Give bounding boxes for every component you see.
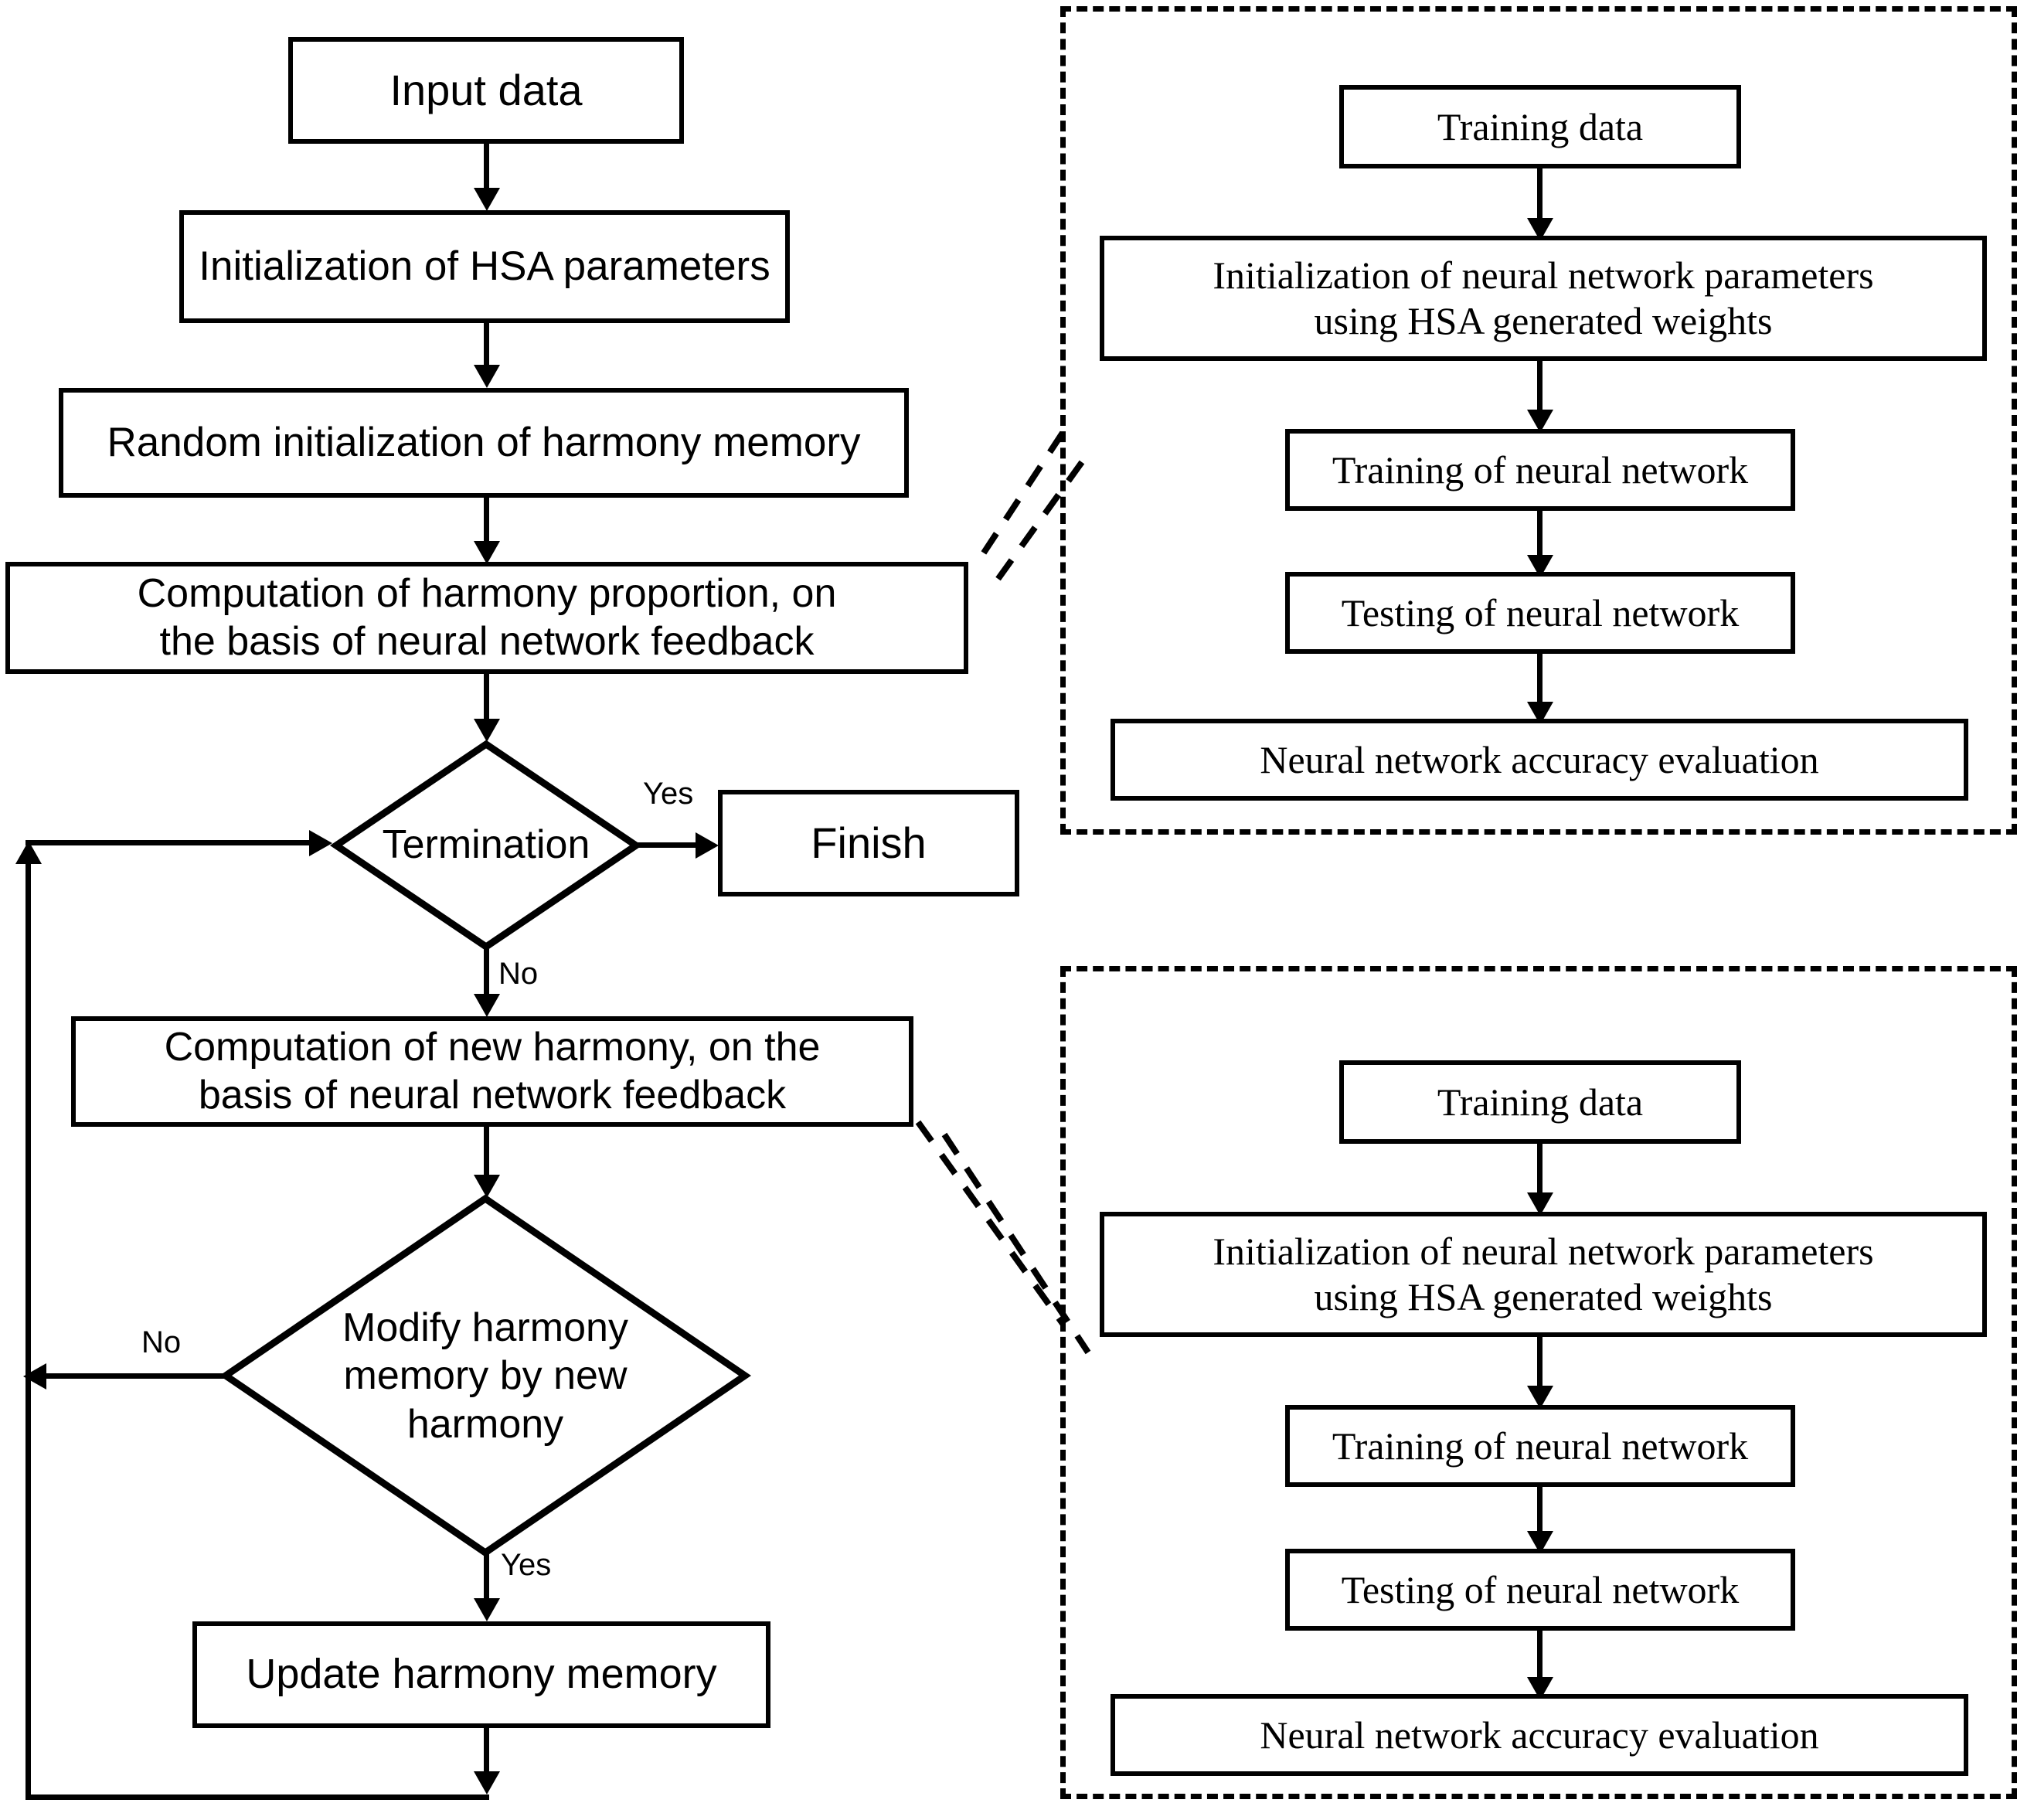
edge-newharmony-to-modify-arrowhead	[474, 1175, 500, 1198]
node-random-init-harmony-memory-label: Random initialization of harmony memory	[107, 419, 861, 465]
nn-panel-bottom	[1060, 966, 2017, 1799]
node-update-harmony-memory-label: Update harmony memory	[246, 1651, 717, 1698]
node-compute-new-harmony: Computation of new harmony, on the basis…	[71, 1016, 913, 1127]
edge-termination-to-newharmony	[484, 949, 489, 997]
node-random-init-harmony-memory: Random initialization of harmony memory	[59, 388, 909, 498]
edge-randominit-to-compute	[484, 498, 489, 544]
edge-compute-to-termination	[484, 674, 489, 724]
node-compute-harmony-proportion-line2: the basis of neural network feedback	[159, 618, 815, 664]
nn-panel-top	[1060, 6, 2017, 835]
edge-testnn-to-eval-bottom	[1537, 1631, 1543, 1682]
edge-modify-no-to-rail	[45, 1373, 227, 1379]
node-input-data: Input data	[288, 37, 684, 144]
node-accuracy-eval-top: Neural network accuracy evaluation	[1111, 719, 1968, 801]
edge-modify-yes-arrowhead	[474, 1598, 500, 1621]
node-training-data-bottom-label: Training data	[1437, 1080, 1644, 1124]
edge-update-to-bottom-rail	[484, 1728, 489, 1782]
feedback-rail-top	[26, 840, 313, 845]
edge-trainingdata-to-initnn-top	[1537, 168, 1543, 223]
node-init-nn-bottom: Initialization of neural network paramet…	[1100, 1212, 1987, 1337]
edge-compute-to-termination-arrowhead	[474, 719, 500, 742]
node-training-data-top-label: Training data	[1437, 104, 1644, 148]
node-finish: Finish	[718, 790, 1019, 896]
edge-trainnn-to-testnn-bottom	[1537, 1487, 1543, 1535]
callout-bottom-panel	[904, 1120, 1105, 1368]
node-compute-new-harmony-line2: basis of neural network feedback	[198, 1072, 787, 1118]
node-modify-harmony-line3: harmony	[406, 1401, 564, 1447]
edge-label-termination-yes: Yes	[643, 777, 694, 811]
node-compute-new-harmony-line1: Computation of new harmony, on the	[164, 1025, 821, 1070]
node-testing-nn-bottom: Testing of neural network	[1285, 1549, 1795, 1631]
edge-initnn-to-trainnn-bottom	[1537, 1337, 1543, 1391]
node-testing-nn-bottom-label: Testing of neural network	[1341, 1567, 1740, 1611]
node-training-nn-top: Training of neural network	[1285, 429, 1795, 511]
node-init-nn-bottom-line2: using HSA generated weights	[1314, 1275, 1773, 1318]
node-accuracy-eval-bottom-label: Neural network accuracy evaluation	[1260, 1713, 1819, 1757]
node-modify-harmony-line2: memory by new	[343, 1353, 628, 1399]
node-accuracy-eval-top-label: Neural network accuracy evaluation	[1260, 737, 1819, 781]
node-termination-diamond: Termination	[329, 740, 643, 951]
node-init-nn-top-line2: using HSA generated weights	[1314, 299, 1773, 342]
node-init-nn-bottom-line1: Initialization of neural network paramet…	[1213, 1230, 1874, 1273]
edge-termination-to-finish	[636, 842, 699, 848]
node-init-hsa: Initialization of HSA parameters	[179, 210, 790, 323]
node-input-data-label: Input data	[389, 65, 583, 114]
edge-input-to-inithsa	[484, 144, 489, 190]
node-training-nn-bottom: Training of neural network	[1285, 1405, 1795, 1487]
node-termination-label: Termination	[382, 822, 590, 867]
callout-top-panel	[958, 430, 1113, 587]
edge-label-termination-no: No	[498, 957, 539, 991]
node-finish-label: Finish	[811, 818, 927, 867]
node-testing-nn-top-label: Testing of neural network	[1341, 590, 1740, 634]
node-testing-nn-top: Testing of neural network	[1285, 572, 1795, 654]
node-training-data-top: Training data	[1339, 85, 1741, 168]
edge-label-modify-no: No	[141, 1325, 182, 1359]
node-modify-harmony-line1: Modify harmony	[342, 1305, 628, 1350]
node-modify-harmony-label: Modify harmony memory by new harmony	[221, 1304, 750, 1448]
node-compute-harmony-proportion-line1: Computation of harmony proportion, on	[137, 571, 837, 617]
edge-label-modify-yes: Yes	[501, 1548, 552, 1582]
edge-trainnn-to-testnn-top	[1537, 511, 1543, 559]
edge-initnn-to-trainnn-top	[1537, 361, 1543, 415]
node-init-hsa-label: Initialization of HSA parameters	[199, 243, 770, 289]
feedback-rail-bottom	[26, 1794, 489, 1800]
edge-termination-to-newharmony-arrowhead	[474, 994, 500, 1017]
edge-inithsa-to-randominit-arrowhead	[474, 365, 500, 388]
node-modify-harmony-diamond: Modify harmony memory by new harmony	[219, 1194, 751, 1557]
edge-inithsa-to-randominit	[484, 323, 489, 368]
edge-modify-yes-to-update	[484, 1553, 489, 1601]
feedback-rail-left-vertical	[26, 862, 31, 1798]
node-training-data-bottom: Training data	[1339, 1060, 1741, 1144]
node-update-harmony-memory: Update harmony memory	[192, 1621, 770, 1728]
feedback-rail-top-arrowhead	[309, 830, 332, 856]
edge-update-to-bottom-rail-arrowhead	[474, 1771, 500, 1794]
node-accuracy-eval-bottom: Neural network accuracy evaluation	[1111, 1694, 1968, 1776]
node-init-nn-top: Initialization of neural network paramet…	[1100, 236, 1987, 361]
edge-input-to-inithsa-arrowhead	[474, 188, 500, 211]
node-init-nn-top-line1: Initialization of neural network paramet…	[1213, 253, 1874, 297]
edge-newharmony-to-modify	[484, 1127, 489, 1181]
edge-randominit-to-compute-arrowhead	[474, 541, 500, 564]
edge-termination-to-finish-arrowhead	[696, 832, 719, 859]
node-training-nn-bottom-label: Training of neural network	[1332, 1424, 1749, 1468]
edge-testnn-to-eval-top	[1537, 654, 1543, 706]
edge-trainingdata-to-initnn-bottom	[1537, 1144, 1543, 1196]
node-compute-harmony-proportion: Computation of harmony proportion, on th…	[5, 562, 968, 674]
node-training-nn-top-label: Training of neural network	[1332, 447, 1749, 492]
